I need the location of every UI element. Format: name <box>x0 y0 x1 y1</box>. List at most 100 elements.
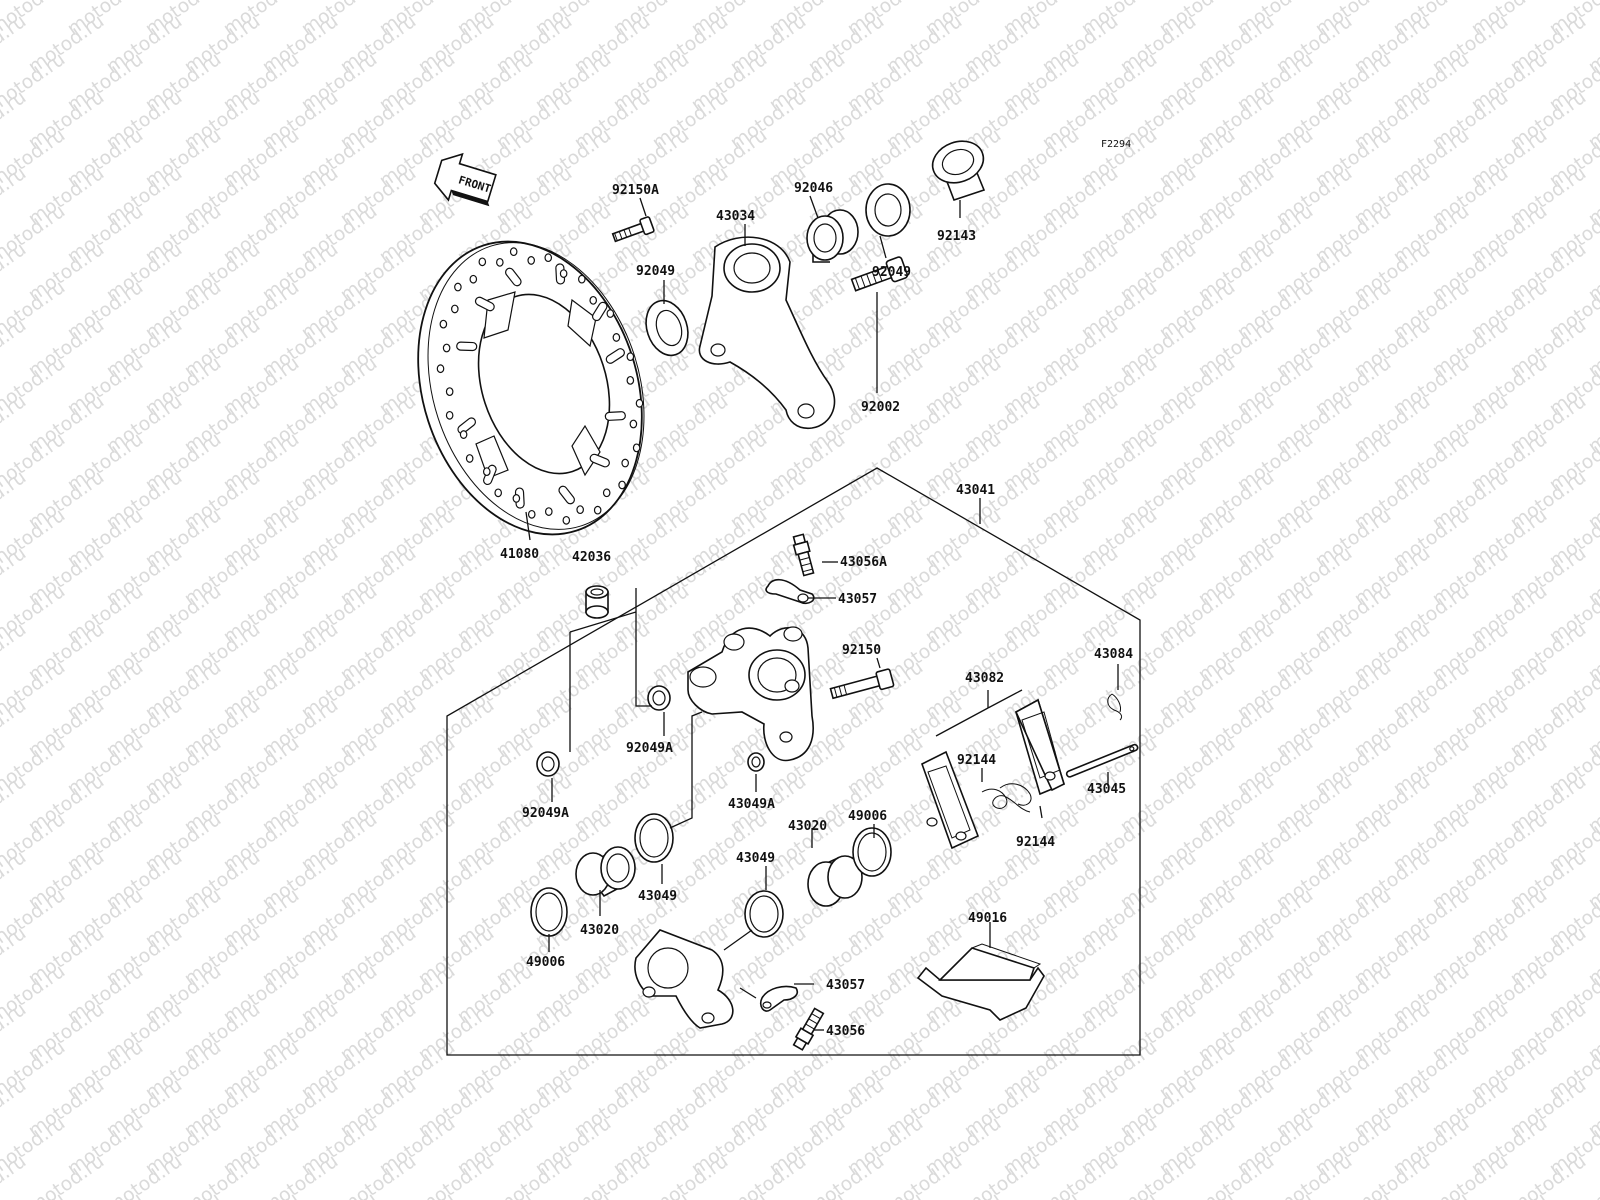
label-43057-top: 43057 <box>838 592 877 607</box>
label-43049A: 43049A <box>728 797 775 812</box>
seal-92049-right <box>865 183 911 237</box>
watermark-text: motod.ru <box>1428 1150 1512 1200</box>
watermark-text: motod.ru <box>180 1150 264 1200</box>
label-92150A: 92150A <box>612 183 659 198</box>
watermark-text: motod.ru <box>960 1150 1044 1200</box>
disc-vent-hole <box>632 443 641 453</box>
label-92144-top: 92144 <box>957 753 996 768</box>
label-49006-left: 49006 <box>526 955 565 970</box>
disc-vent-hole <box>559 269 568 279</box>
disc-vent-hole <box>626 375 635 385</box>
disc-vent-hole <box>562 515 571 525</box>
piston-43020-right <box>807 855 863 907</box>
watermark-text: motod.ru <box>492 1150 576 1200</box>
disc-vent-hole <box>512 493 521 503</box>
seal-43049-left <box>634 813 674 863</box>
label-43020-right: 43020 <box>788 819 827 834</box>
watermark-text: motod.ru <box>1038 1150 1122 1200</box>
watermark-text: motod.ru <box>414 1150 498 1200</box>
disc-vent-hole <box>454 282 462 292</box>
watermark-text: motod.ru <box>102 1150 186 1200</box>
disc-vent-hole <box>478 257 487 267</box>
label-42036: 42036 <box>572 550 611 565</box>
watermark-text: motod.ru <box>336 1150 420 1200</box>
disc-vent-hole <box>509 247 518 257</box>
cap-43057-top <box>765 578 815 605</box>
watermark-text: motod.ru <box>1272 1150 1356 1200</box>
disc-vent-hole <box>576 505 584 515</box>
watermark-text: motod.ru <box>804 1150 888 1200</box>
label-92144-bottom: 92144 <box>1016 835 1055 850</box>
label-92049A-left: 92049A <box>522 806 569 821</box>
disc-vent-hole <box>612 333 621 342</box>
watermark-text: motod.ru <box>258 1150 342 1200</box>
disc-vent-hole <box>482 467 491 477</box>
disc-vent-hole <box>496 257 504 267</box>
disc-vent-hole <box>436 364 445 374</box>
disc-vent-hole <box>602 488 611 498</box>
watermark-text: motod.ru <box>1116 1150 1200 1200</box>
seal-49006-left <box>530 887 568 937</box>
label-43045: 43045 <box>1087 782 1126 797</box>
disc-slot <box>456 341 478 352</box>
disc-vent-hole <box>544 507 553 516</box>
watermark-text: motod.ru <box>1350 1150 1434 1200</box>
label-92002: 92002 <box>861 400 900 415</box>
watermark-text: motod.ru <box>24 1150 108 1200</box>
label-92049-left: 92049 <box>636 264 675 279</box>
label-92150: 92150 <box>842 643 881 658</box>
disc-vent-hole <box>527 256 536 265</box>
disc-vent-hole <box>618 480 626 490</box>
label-92049A-mid: 92049A <box>626 741 673 756</box>
sleeve-42036 <box>585 585 609 619</box>
label-43057-bottom: 43057 <box>826 978 865 993</box>
disc-vent-hole <box>589 295 598 305</box>
disc-vent-hole <box>527 509 536 519</box>
disc-vent-hole <box>629 419 638 429</box>
label-41080: 41080 <box>500 547 539 562</box>
disc-vent-hole <box>445 410 454 420</box>
label-43056A: 43056A <box>840 555 887 570</box>
label-43056: 43056 <box>826 1024 865 1039</box>
disc-vent-hole <box>439 319 448 329</box>
disc-vent-hole <box>469 274 478 284</box>
watermark-text: motod.ru <box>570 1150 654 1200</box>
disc-vent-hole <box>626 352 635 362</box>
label-92046: 92046 <box>794 181 833 196</box>
disc-vent-hole <box>459 430 468 439</box>
seal-49006-right <box>852 827 892 877</box>
disc-vent-hole <box>578 274 586 284</box>
label-43082: 43082 <box>965 671 1004 686</box>
seal-92049A-left <box>536 751 560 777</box>
label-43020-left: 43020 <box>580 923 619 938</box>
disc-vent-hole <box>593 505 602 515</box>
piston-43020-left <box>575 846 636 898</box>
watermark-text: motod.ru <box>1194 1150 1278 1200</box>
watermark-text: motod.ru <box>882 1150 966 1200</box>
label-43049-right: 43049 <box>736 851 775 866</box>
disc-vent-hole <box>445 387 454 397</box>
disc-vent-hole <box>451 304 459 314</box>
label-92143: 92143 <box>937 229 976 244</box>
label-43041: 43041 <box>956 483 995 498</box>
figure-id: F2294 <box>1101 139 1131 150</box>
watermark-text: motod.ru <box>726 1150 810 1200</box>
disc-vent-hole <box>494 488 502 498</box>
label-43049-left: 43049 <box>638 889 677 904</box>
label-43084: 43084 <box>1094 647 1133 662</box>
disc-vent-hole <box>544 253 553 263</box>
label-92049-top: 92049 <box>872 265 911 280</box>
seal-43049-right <box>744 890 784 938</box>
watermark-text: motod.ru <box>1506 1150 1590 1200</box>
ring-43049A <box>747 752 765 772</box>
label-49016: 49016 <box>968 911 1007 926</box>
disc-vent-hole <box>635 398 644 408</box>
disc-vent-hole <box>465 454 474 463</box>
label-43034: 43034 <box>716 209 755 224</box>
watermark-text: motod.ru <box>648 1150 732 1200</box>
disc-slot <box>604 411 626 421</box>
disc-vent-hole <box>606 309 615 318</box>
disc-vent-hole <box>621 458 629 468</box>
label-49006-right: 49006 <box>848 809 887 824</box>
